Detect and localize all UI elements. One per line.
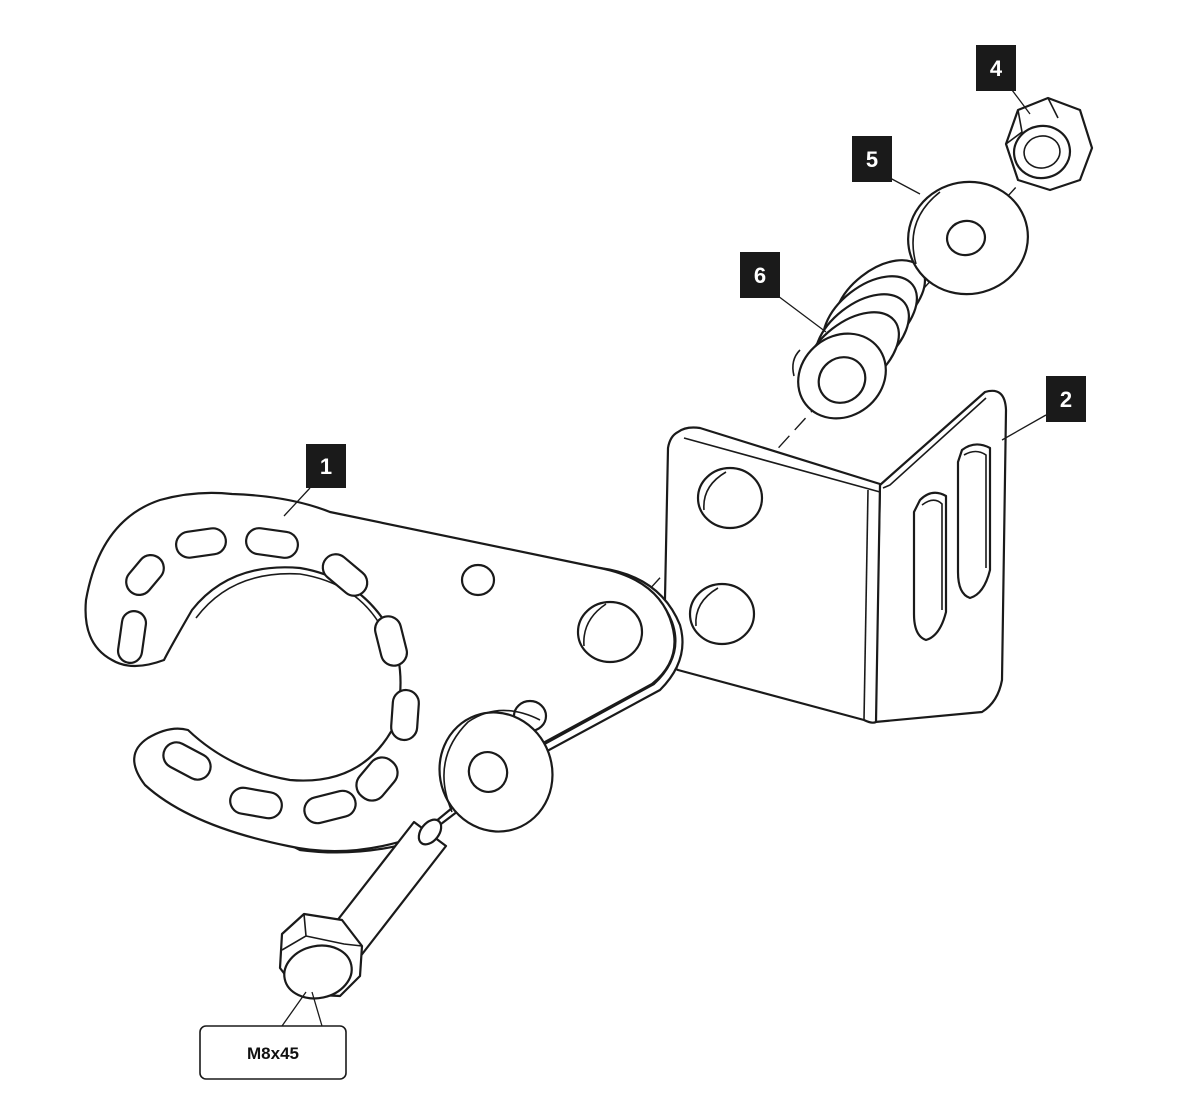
- plate-pivot-hole: [576, 600, 644, 664]
- callout-1: 1: [306, 444, 346, 488]
- plate-slot: [116, 610, 148, 664]
- bolt-spec-callout: M8x45: [199, 1025, 347, 1080]
- plate-slot: [321, 553, 369, 597]
- plate-slot: [390, 688, 420, 742]
- leader-5: [889, 177, 921, 195]
- leader-2: [1001, 414, 1047, 441]
- bracket-hole-upper: [696, 466, 764, 530]
- leader-4: [1011, 89, 1031, 115]
- callout-5: 5: [852, 136, 892, 182]
- callout-1-text: 1: [320, 454, 332, 479]
- callout-4: 4: [976, 45, 1016, 91]
- part-6-compression-spring: [792, 259, 927, 420]
- leader-bolt-b: [311, 991, 323, 1027]
- callout-5-text: 5: [866, 147, 878, 172]
- callout-4-text: 4: [990, 56, 1003, 81]
- part-4-lock-nut: [1004, 96, 1094, 192]
- plate-slot: [162, 741, 212, 781]
- plate-slot: [355, 756, 399, 802]
- plate-slot: [245, 527, 299, 559]
- leader-6: [777, 295, 827, 333]
- part-2-angle-bracket: [662, 389, 1008, 724]
- callout-6: 6: [740, 252, 780, 298]
- plate-slot: [229, 786, 283, 820]
- plate-small-hole: [460, 563, 496, 597]
- plate-slot: [125, 554, 165, 596]
- plate-slot: [303, 789, 357, 825]
- bolt-spec-text: M8x45: [247, 1044, 299, 1063]
- washer-front: [438, 709, 554, 833]
- bracket-slot-upper: [956, 443, 992, 600]
- part-1-mounting-plate: [84, 491, 684, 854]
- callout-2-text: 2: [1060, 387, 1072, 412]
- leader-bolt-a: [281, 991, 307, 1027]
- plate-slot: [175, 527, 227, 559]
- leader-1: [283, 487, 311, 517]
- bracket-slot-lower: [912, 491, 948, 642]
- bolt-m8x45: [278, 818, 448, 1000]
- callout-6-text: 6: [754, 263, 766, 288]
- callout-2: 2: [1046, 376, 1086, 422]
- bracket-hole-lower: [688, 582, 756, 646]
- part-5-washer: [907, 180, 1029, 296]
- plate-slot: [373, 615, 409, 667]
